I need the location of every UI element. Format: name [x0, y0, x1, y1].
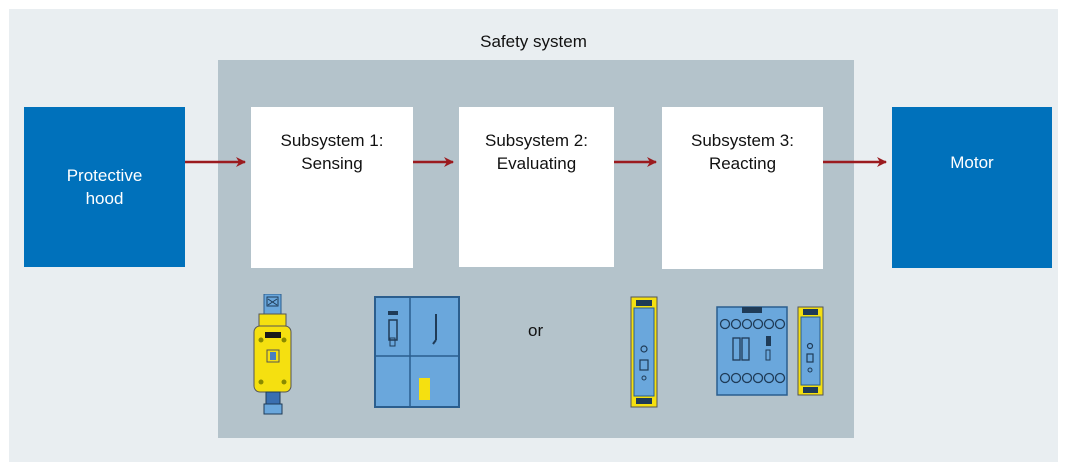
subsystem-2-name: Evaluating [496, 154, 577, 173]
motor-box: Motor [892, 107, 1052, 268]
subsystem-3-box: Subsystem 3: Reacting [662, 107, 823, 269]
subsystem-3-title: Subsystem 3: [691, 131, 794, 150]
subsystem-1-box: Subsystem 1: Sensing [251, 107, 413, 268]
protective-hood-box: Protective hood [24, 107, 185, 267]
subsystem-2-box: Subsystem 2: Evaluating [459, 107, 614, 267]
safety-relay-icon [630, 296, 658, 408]
safety-position-switch-icon [253, 294, 292, 415]
safety-relay-icon [797, 306, 824, 396]
safety-system-title: Safety system [480, 32, 587, 51]
or-label: or [528, 321, 544, 340]
contactor-icon [716, 306, 788, 396]
subsystem-3-name: Reacting [708, 154, 777, 173]
safety-controller-icon [374, 296, 460, 408]
subsystem-1-name: Sensing [301, 154, 363, 173]
protective-hood-label: Protective hood [66, 166, 143, 208]
subsystem-2-title: Subsystem 2: [485, 131, 588, 150]
subsystem-1-title: Subsystem 1: [280, 131, 384, 150]
motor-label: Motor [950, 153, 994, 172]
